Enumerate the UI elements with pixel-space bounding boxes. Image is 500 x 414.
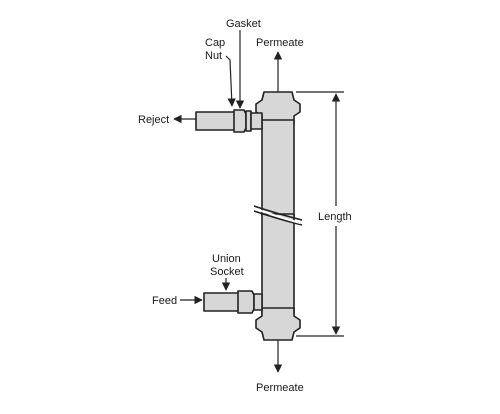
bottom-cap (255, 307, 301, 341)
reject-pipe-assembly (195, 109, 263, 133)
reject-pipe (195, 111, 237, 131)
cap-nut-label-line1: Cap (205, 37, 225, 49)
permeate-top-label: Permeate (256, 37, 304, 49)
feed-stub (253, 293, 263, 311)
feed-pipe (203, 292, 241, 312)
tube-upper (261, 119, 295, 217)
top-cap (255, 91, 301, 125)
break-mark-2 (253, 210, 303, 226)
union-socket (237, 290, 255, 314)
permeate-bottom-label: Permeate (256, 382, 304, 394)
union-socket-label-line2: Socket (210, 266, 244, 278)
feed-pipe-assembly (203, 290, 263, 314)
housing (253, 91, 303, 341)
feed-label: Feed (152, 295, 177, 307)
cap-nut-label-line2: Nut (205, 50, 222, 62)
reject-stub (250, 112, 263, 130)
length-label: Length (318, 211, 352, 223)
tube-lower (261, 213, 295, 315)
length-dimension (296, 91, 344, 337)
union-socket-label-line1: Union (212, 253, 241, 265)
cap-nut (233, 109, 247, 133)
gasket-label: Gasket (226, 18, 261, 30)
break-mark (253, 205, 303, 221)
break-gap (256, 208, 300, 224)
cap-nut-leader (225, 55, 236, 107)
reject-label: Reject (138, 114, 169, 126)
